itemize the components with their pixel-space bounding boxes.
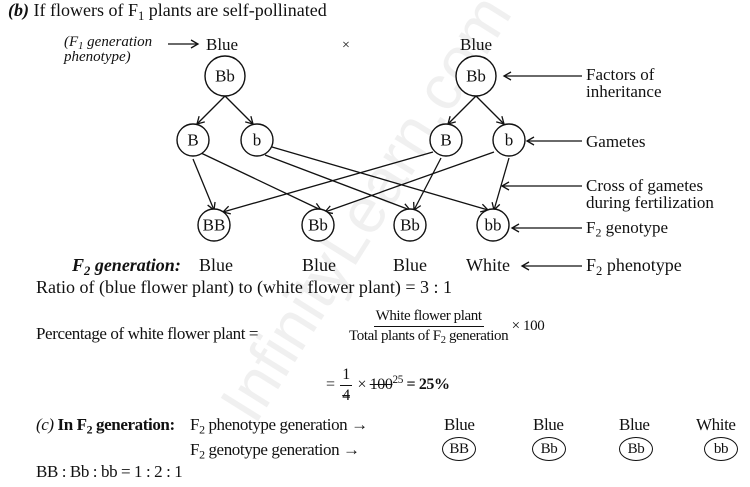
step2-fraction: 1 4 (340, 366, 352, 404)
svg-text:bb: bb (485, 216, 502, 235)
gamete: B (429, 123, 463, 157)
fraction-numerator: White flower plant (373, 308, 484, 327)
parent-right-phenotype: Blue (460, 35, 493, 54)
arrow-b-to-Bb2 (264, 154, 412, 212)
ratio-line: Ratio of (blue flower plant) to (white f… (36, 277, 453, 297)
parent-left-genotype: Bb (215, 67, 235, 86)
arrow-parent-right-to-gamete-B (447, 95, 477, 125)
percentage-result: = 25% (406, 376, 451, 394)
gametes-label: Gametes (586, 132, 646, 151)
arrow-B-to-BB (192, 158, 216, 212)
f2-genotype-label: F2 genotype (586, 218, 668, 240)
f2-genotype: BB (197, 208, 231, 242)
percentage-formula: White flower plant Total plants of F2 ge… (349, 308, 545, 347)
arrow-b2-to-bb (491, 157, 510, 212)
parent-right: Bb (455, 55, 497, 97)
part-b-heading-text: If flowers of F1 plants are self-pollina… (33, 0, 327, 23)
part-c-phenotype-row-label: F2 phenotype generation → (190, 415, 368, 437)
svg-text:b: b (253, 131, 262, 150)
part-c-genotype-row-label: F2 genotype generation → (190, 440, 360, 462)
arrow-B2-to-BB (221, 151, 434, 215)
svg-text:B: B (187, 131, 198, 150)
parent-right-genotype: Bb (466, 67, 486, 86)
part-c-genotype: Bb (532, 437, 566, 461)
parent-left: Bb (204, 55, 246, 97)
arrow-parent-left-to-gamete-B (196, 95, 226, 125)
part-c-heading: (c) In F2 generation: (36, 415, 175, 437)
arrow-B-to-Bb1 (200, 152, 323, 212)
f2-genotype: bb (476, 208, 510, 242)
times-hundred: × 100 (511, 317, 545, 334)
cross-label: Cross of gametes during fertilization (586, 176, 714, 212)
f2-phenotype-label: F2 phenotype (586, 255, 682, 278)
f2-genotype: Bb (393, 208, 427, 242)
f2-phenotype: Blue (199, 255, 233, 275)
gamete: B (176, 123, 210, 157)
part-c-genotype: BB (442, 437, 476, 461)
part-c-ratio: BB : Bb : bb = 1 : 2 : 1 (36, 462, 183, 481)
part-c-genotype: Bb (619, 437, 653, 461)
part-b-label: (b) (8, 0, 29, 20)
arrow-B2-to-Bb2 (413, 157, 442, 212)
f1-phenotype-note: (F1 generation phenotype) (64, 35, 152, 65)
arrow-b-to-bb (271, 146, 490, 213)
fraction-denominator: Total plants of F2 generation (349, 328, 509, 347)
gamete: b (240, 123, 274, 157)
svg-text:B: B (440, 131, 451, 150)
percentage-label: Percentage of white flower plant = (36, 324, 259, 343)
percentage-step2: = 1 4 × 10025 = 25% (326, 366, 451, 404)
gamete: b (492, 123, 526, 157)
percentage-fraction: White flower plant Total plants of F2 ge… (349, 308, 509, 347)
part-c-phenotype: White (696, 415, 736, 434)
arrow-parent-left-to-gamete-b (224, 95, 254, 125)
arrow-b2-to-Bb1 (323, 151, 495, 215)
cross-symbol: × (342, 38, 350, 53)
f2-phenotype: White (466, 255, 510, 275)
parent-left-phenotype: Blue (206, 35, 239, 54)
part-c-genotype: bb (704, 437, 738, 461)
svg-text:Bb: Bb (400, 216, 420, 235)
part-c-phenotype: Blue (444, 415, 475, 434)
svg-text:b: b (505, 131, 514, 150)
f1-note-line1: (F1 generation (64, 34, 153, 53)
part-b-heading: (b) If flowers of F1 plants are self-pol… (8, 0, 327, 23)
f2-genotype: Bb (301, 208, 335, 242)
f2-generation-label: F2 generation: (72, 255, 181, 278)
factors-label: Factors of inheritance (586, 65, 662, 101)
arrow-parent-right-to-gamete-b (475, 95, 505, 125)
part-c-phenotype: Blue (533, 415, 564, 434)
f1-note-line2: phenotype) (64, 49, 131, 65)
part-c-phenotype: Blue (619, 415, 650, 434)
svg-text:Bb: Bb (308, 216, 328, 235)
svg-text:BB: BB (203, 216, 226, 235)
f2-phenotype: Blue (393, 255, 427, 275)
f2-phenotype: Blue (302, 255, 336, 275)
